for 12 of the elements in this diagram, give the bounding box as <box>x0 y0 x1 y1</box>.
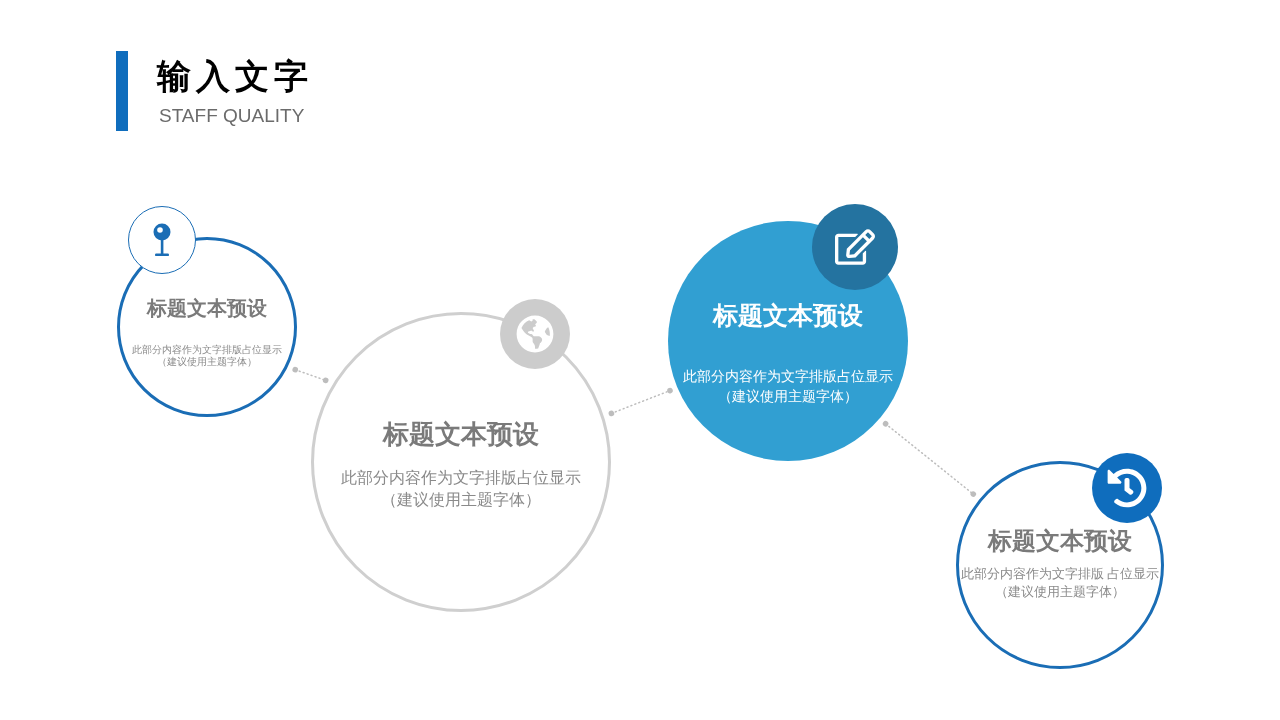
circle-description: 此部分内容作为文字排版占位显示（建议使用主题字体） <box>340 468 582 510</box>
circle-description: 此部分内容作为文字排版 占位显示（建议使用主题字体） <box>959 565 1161 601</box>
slide-title: 输入文字 <box>157 59 313 93</box>
circle-description: 此部分内容作为文字排版占位显示（建议使用主题字体） <box>682 367 894 406</box>
circle-title: 标题文本预设 <box>988 529 1132 553</box>
circle-title: 标题文本预设 <box>147 298 267 318</box>
circle-title: 标题文本预设 <box>383 421 539 447</box>
dotted-connector <box>292 366 329 384</box>
dotted-connector <box>882 421 977 497</box>
slide-subtitle: STAFF QUALITY <box>159 106 305 125</box>
circle-description: 此部分内容作为文字排版占位显示（建议使用主题字体） <box>131 344 283 368</box>
circle-title: 标题文本预设 <box>713 303 863 328</box>
